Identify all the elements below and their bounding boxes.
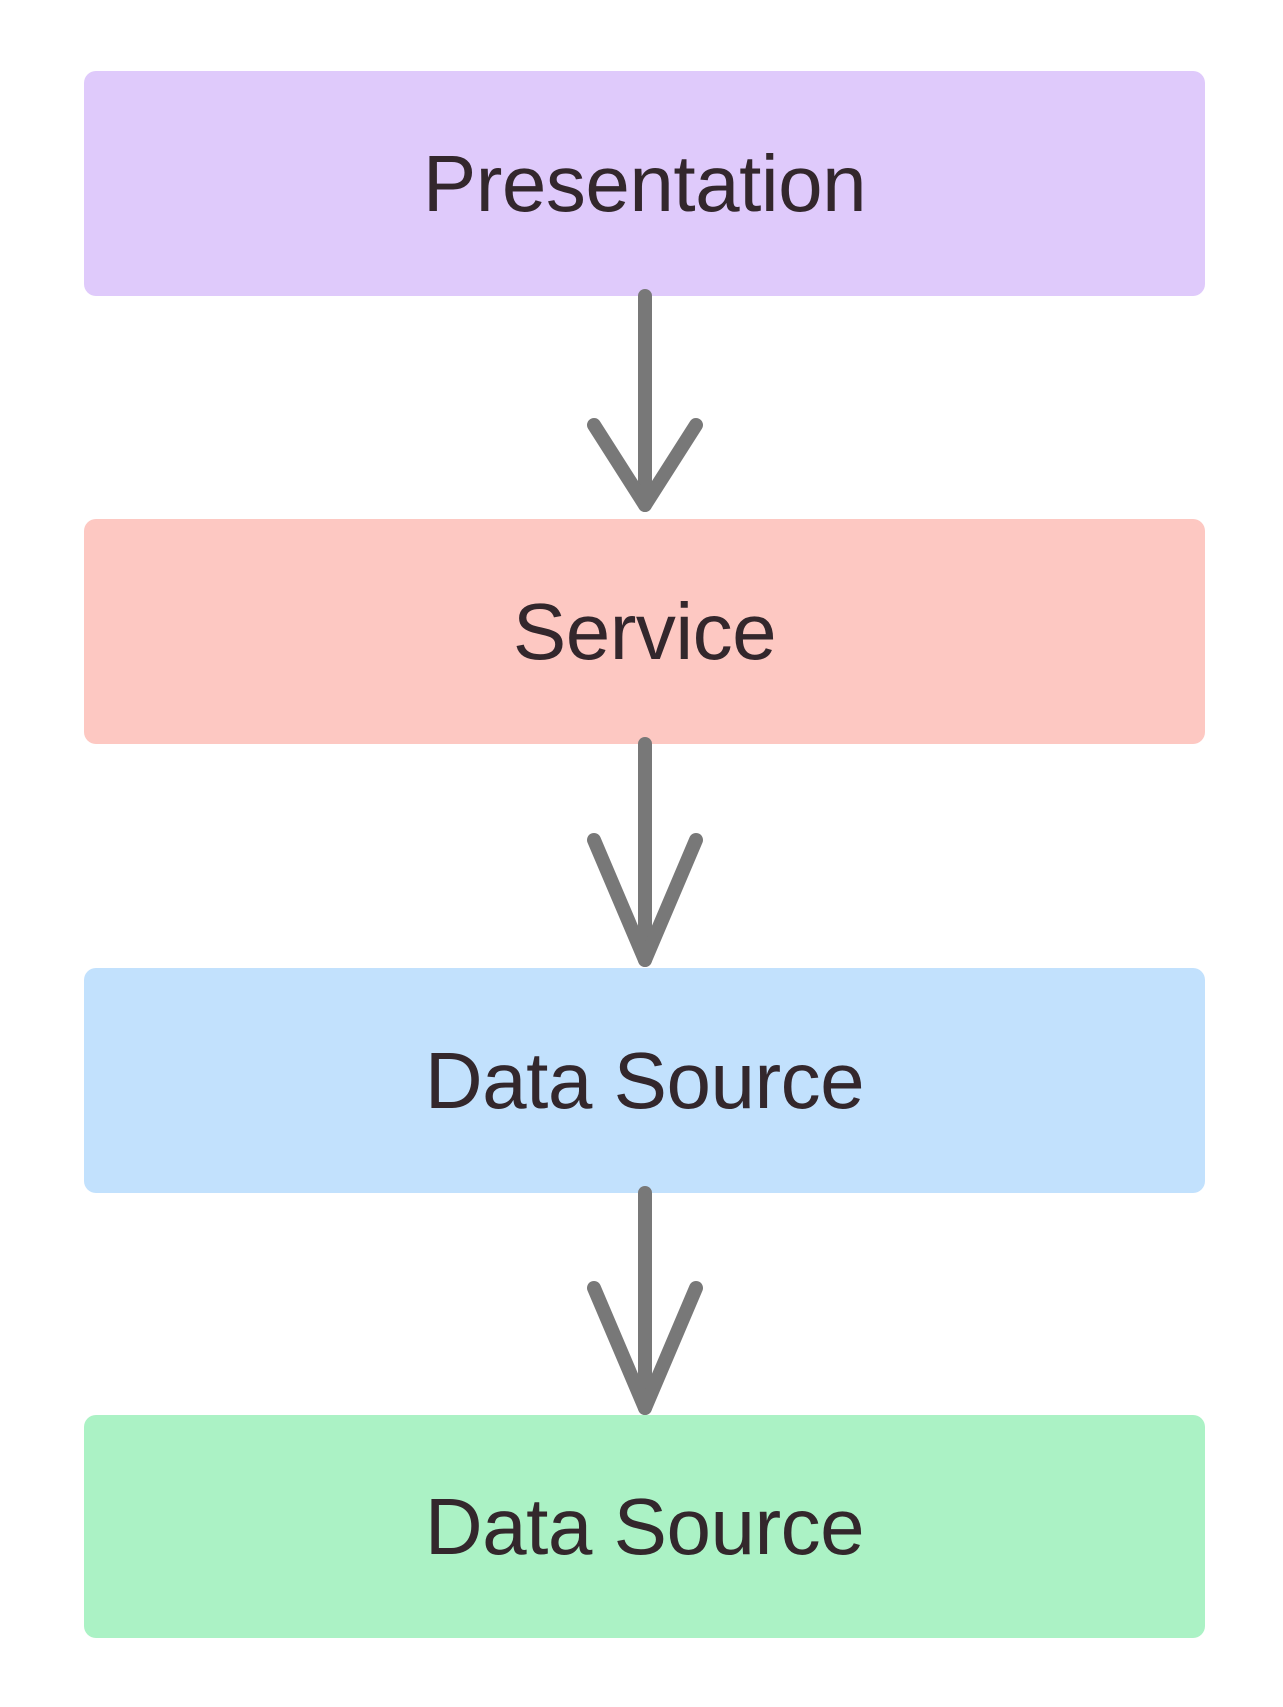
edge-service-to-data-source-1 (587, 737, 703, 967)
node-service[interactable]: Service (84, 519, 1205, 744)
node-presentation[interactable]: Presentation (84, 71, 1205, 296)
node-data-source-1[interactable]: Data Source (84, 968, 1205, 1193)
edge-presentation-to-service (587, 289, 703, 512)
node-data-source-1-label: Data Source (424, 1035, 865, 1125)
edge-data-source-1-to-data-source-2 (587, 1186, 703, 1415)
node-data-source-2[interactable]: Data Source (84, 1415, 1205, 1638)
node-data-source-2-label: Data Source (424, 1481, 865, 1571)
node-presentation-label: Presentation (422, 138, 867, 228)
node-service-label: Service (512, 586, 777, 676)
